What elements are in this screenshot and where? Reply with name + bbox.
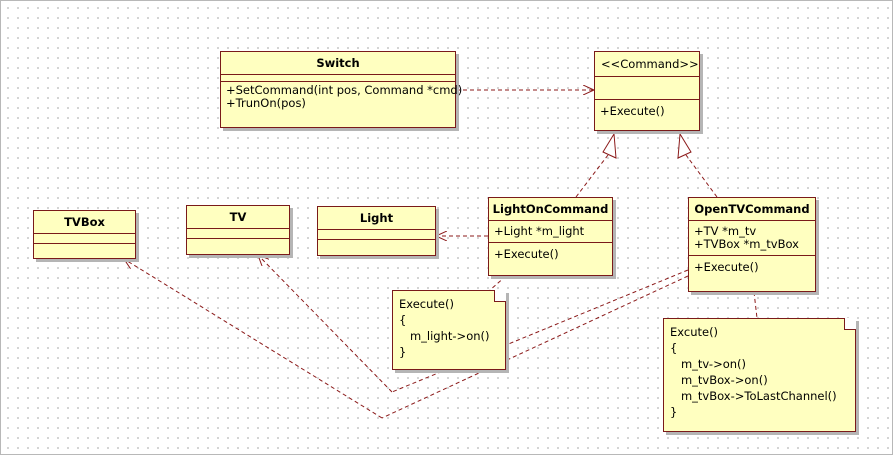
edge-to-tv-return <box>258 255 393 393</box>
operations-compartment: +Execute() <box>595 99 699 123</box>
note-line: m_tvBox->ToLastChannel() <box>670 389 837 403</box>
class-name: Light <box>359 211 394 225</box>
realization-arrowhead-right <box>677 132 692 159</box>
class-tv[interactable]: TV <box>186 205 290 255</box>
note-light-execute[interactable]: Execute() { m_light->on() } <box>392 290 506 370</box>
note-line: { <box>399 313 407 327</box>
class-open-tv-command[interactable]: OpenTVCommand +TV *m_tv +TVBox *m_tvBox … <box>688 197 816 292</box>
operations-compartment <box>187 238 289 248</box>
attribute: +TV *m_tv <box>694 224 757 238</box>
class-switch[interactable]: Switch +SetCommand(int pos, Command *cmd… <box>220 51 463 128</box>
edge-opentvcommand-to-tvbox <box>381 275 689 419</box>
note-line: Excute() <box>670 325 719 339</box>
operation: +Execute() <box>694 260 759 274</box>
class-name: TVBox <box>64 215 105 229</box>
operations-compartment: +SetCommand(int pos, Command *cmd) +Trun… <box>221 81 463 112</box>
note-line: m_tvBox->on() <box>670 373 768 387</box>
edge-tv-note-anchor <box>753 291 758 319</box>
note-line: } <box>670 405 678 419</box>
attributes-compartment <box>318 229 435 239</box>
note-line: Execute() <box>399 297 454 311</box>
note-fold-corner <box>494 290 506 302</box>
operations-compartment: +Execute() <box>689 255 815 279</box>
operation: +TrunOn(pos) <box>226 96 306 110</box>
operation: +SetCommand(int pos, Command *cmd) <box>226 83 463 97</box>
operations-compartment: +Execute() <box>489 242 612 266</box>
operation: +Execute() <box>600 104 665 118</box>
class-tvbox[interactable]: TVBox <box>33 210 136 259</box>
attributes-compartment: +Light *m_light <box>489 220 612 242</box>
edge-opentvcommand-realizes-command <box>685 154 718 198</box>
class-command[interactable]: <<Command>> +Execute() <box>594 51 700 131</box>
class-name: <<Command>> <box>601 57 699 71</box>
attribute: +TVBox *m_tvBox <box>694 237 799 251</box>
note-line: m_light->on() <box>399 329 490 343</box>
class-light-on-command[interactable]: LightOnCommand +Light *m_light +Execute(… <box>488 197 613 276</box>
operation: +Execute() <box>494 247 559 261</box>
edge-to-tvbox-return <box>124 259 383 419</box>
attribute: +Light *m_light <box>494 224 585 238</box>
edge-lightoncommand-realizes-command <box>575 154 609 198</box>
attributes-compartment <box>187 228 289 238</box>
attributes-compartment <box>34 233 135 243</box>
class-light[interactable]: Light <box>317 206 436 256</box>
note-line: } <box>399 345 407 359</box>
operations-compartment <box>318 239 435 249</box>
note-fold-corner <box>844 318 856 330</box>
note-line: { <box>670 341 678 355</box>
class-name: LightOnCommand <box>492 202 609 216</box>
attributes-compartment <box>595 76 699 99</box>
edge-light-note-anchor <box>489 275 507 291</box>
operations-compartment <box>34 243 135 253</box>
class-name: TV <box>229 210 247 224</box>
attributes-compartment <box>221 74 455 81</box>
class-name: Switch <box>316 56 360 70</box>
realization-arrowhead-left <box>602 132 617 159</box>
edge-opentvcommand-to-tv <box>391 269 689 393</box>
attributes-compartment: +TV *m_tv +TVBox *m_tvBox <box>689 220 815 255</box>
note-tv-execute[interactable]: Excute() { m_tv->on() m_tvBox->on() m_tv… <box>663 318 856 432</box>
class-name: OpenTVCommand <box>694 202 810 216</box>
note-line: m_tv->on() <box>670 357 747 371</box>
